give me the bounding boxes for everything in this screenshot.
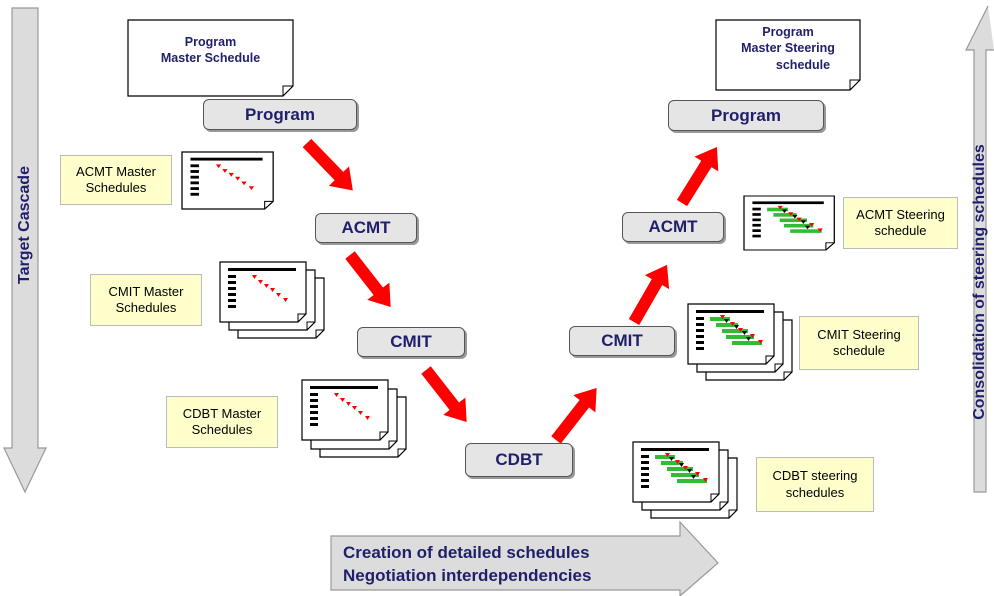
acmt-master-schedule-icon xyxy=(181,151,274,210)
flow-arrow-cdbt-cmit xyxy=(551,387,597,444)
right-cmit-node[interactable]: CMIT xyxy=(569,326,675,356)
note-left-line-1: Program xyxy=(184,35,237,49)
cmit-steering-schedule-icon xyxy=(687,303,793,381)
creation-label: Creation of detailed schedules Negotiati… xyxy=(343,542,591,588)
consolidation-label: Consolidation of steering schedules xyxy=(971,144,988,420)
note-left-line-2: Master Schedule xyxy=(160,51,261,66)
cdbt-master-schedule-icon xyxy=(301,379,407,458)
consolidation-arrow xyxy=(965,5,994,493)
cmit-master-label: CMIT Master Schedules xyxy=(90,274,202,326)
acmt-steering-schedule-icon xyxy=(743,195,835,251)
cmit-master-schedule-icon xyxy=(219,261,325,339)
program-master-schedule-note: Program Master Schedule xyxy=(128,34,293,67)
cdbt-steering-schedule-icon xyxy=(632,441,738,519)
flow-arrow-program-acmt xyxy=(302,138,353,191)
cdbt-master-label: CDBT Master Schedules xyxy=(166,396,278,448)
creation-arrow xyxy=(330,520,719,596)
note-right-line-3: schedule xyxy=(775,57,831,72)
right-program-node[interactable]: Program xyxy=(668,100,824,131)
cdbt-node[interactable]: CDBT xyxy=(465,443,573,477)
right-acmt-node[interactable]: ACMT xyxy=(622,212,724,242)
flow-arrow-acmt-program xyxy=(676,147,719,207)
left-acmt-node[interactable]: ACMT xyxy=(315,213,417,243)
flow-arrow-acmt-cmit xyxy=(345,251,391,308)
left-cmit-node[interactable]: CMIT xyxy=(357,327,465,357)
note-shape-right xyxy=(715,19,861,91)
flow-arrow-cmit-cdbt xyxy=(421,366,467,423)
note-shape-left xyxy=(127,19,294,97)
flow-arrow-cmit-acmt xyxy=(628,264,670,325)
note-right-line-1: Program xyxy=(762,25,814,39)
left-program-node[interactable]: Program xyxy=(203,99,357,130)
target-cascade-arrow xyxy=(3,7,47,494)
creation-line-1: Creation of detailed schedules xyxy=(343,543,590,562)
cmit-steering-label: CMIT Steering schedule xyxy=(799,316,919,370)
note-right-line-2: Master Steering xyxy=(741,41,835,56)
target-cascade-label: Target Cascade xyxy=(16,166,33,284)
program-master-steering-note: Program Master Steering schedule xyxy=(716,24,860,73)
acmt-master-label: ACMT Master Schedules xyxy=(60,155,172,205)
creation-line-2: Negotiation interdependencies xyxy=(343,565,592,585)
cdbt-steering-label: CDBT steering schedules xyxy=(756,457,874,512)
acmt-steering-label: ACMT Steering schedule xyxy=(843,197,958,249)
